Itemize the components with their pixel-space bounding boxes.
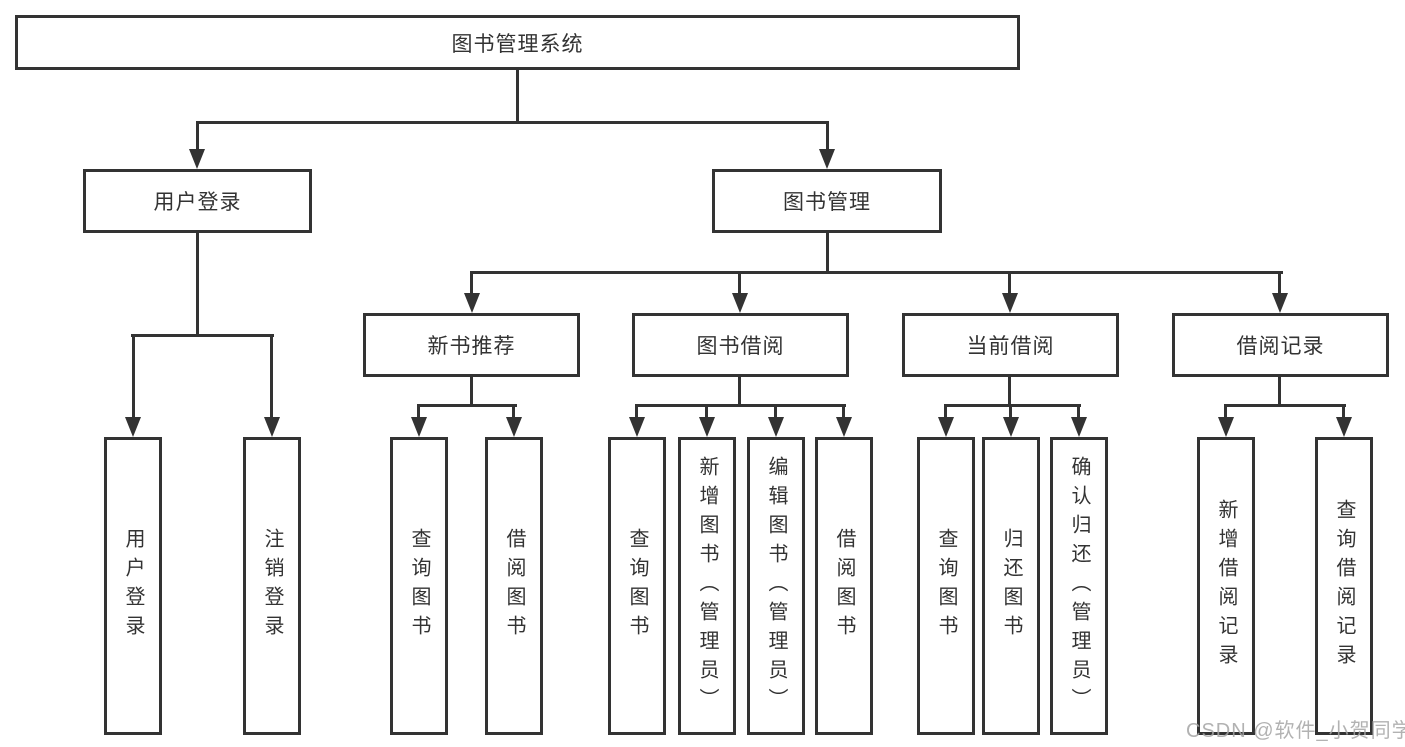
connector-line: [738, 271, 741, 296]
connector-line: [1224, 404, 1346, 407]
leaf-label: 查询图书: [626, 528, 648, 644]
connector-line: [1278, 271, 1281, 296]
leaf-label: 确认归还（管理员）: [1068, 455, 1090, 717]
arrow-down-icon: [1003, 417, 1019, 437]
connector-line: [196, 121, 829, 124]
leaf-add-borrow-record: 新增借阅记录: [1197, 437, 1255, 735]
leaf-label: 新增借阅记录: [1215, 499, 1237, 673]
arrow-down-icon: [411, 417, 427, 437]
connector-line: [470, 377, 473, 407]
connector-line: [131, 334, 274, 337]
connector-line: [417, 404, 517, 407]
connector-line: [516, 70, 519, 123]
node-book-management: 图书管理: [712, 169, 942, 233]
arrow-down-icon: [819, 149, 835, 169]
connector-line: [196, 233, 199, 336]
connector-line: [944, 404, 1081, 407]
csdn-watermark: CSDN @软件_小贺同学: [1186, 720, 1405, 742]
connector-line: [1278, 377, 1281, 407]
leaf-label: 查询图书: [408, 528, 430, 644]
connector-line: [1342, 404, 1345, 419]
arrow-down-icon: [1002, 293, 1018, 313]
connector-line: [1008, 377, 1011, 407]
connector-line: [774, 404, 777, 419]
leaf-borrow-books: 借阅图书: [815, 437, 873, 735]
arrow-down-icon: [836, 417, 852, 437]
connector-line: [132, 334, 135, 419]
arrow-down-icon: [264, 417, 280, 437]
leaf-edit-books-admin: 编辑图书（管理员）: [747, 437, 805, 735]
connector-line: [470, 271, 1283, 274]
node-label: 图书管理: [783, 191, 871, 214]
connector-line: [417, 404, 420, 419]
leaf-label: 新增图书（管理员）: [696, 455, 718, 717]
node-library-management-system: 图书管理系统: [15, 15, 1020, 70]
connector-line: [1009, 404, 1012, 419]
arrow-down-icon: [732, 293, 748, 313]
connector-line: [1077, 404, 1080, 419]
leaf-label: 借阅图书: [503, 528, 525, 644]
arrow-down-icon: [629, 417, 645, 437]
arrow-down-icon: [189, 149, 205, 169]
connector-line: [512, 404, 515, 419]
leaf-label: 编辑图书（管理员）: [765, 455, 787, 717]
leaf-borrow-books-recommend: 借阅图书: [485, 437, 543, 735]
node-label: 用户登录: [153, 191, 242, 214]
node-label: 图书借阅: [696, 335, 785, 358]
leaf-add-books-admin: 新增图书（管理员）: [678, 437, 736, 735]
connector-line: [635, 404, 846, 407]
node-current-borrowing: 当前借阅: [902, 313, 1119, 377]
leaf-label: 归还图书: [1000, 528, 1022, 644]
arrow-down-icon: [125, 417, 141, 437]
leaf-query-books-recommend: 查询图书: [390, 437, 448, 735]
leaf-label: 查询借阅记录: [1333, 499, 1355, 673]
arrow-down-icon: [938, 417, 954, 437]
connector-line: [842, 404, 845, 419]
connector-line: [470, 271, 473, 296]
leaf-logout: 注销登录: [243, 437, 301, 735]
leaf-query-books-borrowing: 查询图书: [608, 437, 666, 735]
leaf-return-books: 归还图书: [982, 437, 1040, 735]
connector-line: [826, 121, 829, 151]
leaf-label: 借阅图书: [833, 528, 855, 644]
connector-line: [705, 404, 708, 419]
arrow-down-icon: [1218, 417, 1234, 437]
arrow-down-icon: [464, 293, 480, 313]
leaf-query-borrow-record: 查询借阅记录: [1315, 437, 1373, 735]
arrow-down-icon: [1272, 293, 1288, 313]
leaf-label: 查询图书: [935, 528, 957, 644]
connector-line: [635, 404, 638, 419]
arrow-down-icon: [1336, 417, 1352, 437]
arrow-down-icon: [699, 417, 715, 437]
connector-line: [826, 233, 829, 273]
node-borrowing-records: 借阅记录: [1172, 313, 1389, 377]
connector-line: [1224, 404, 1227, 419]
leaf-label: 注销登录: [261, 528, 283, 644]
arrow-down-icon: [768, 417, 784, 437]
leaf-label: 用户登录: [122, 528, 144, 644]
leaf-query-books-current: 查询图书: [917, 437, 975, 735]
connector-line: [738, 377, 741, 407]
node-user-login: 用户登录: [83, 169, 312, 233]
arrow-down-icon: [1071, 417, 1087, 437]
node-label: 新书推荐: [427, 335, 516, 358]
node-label: 借阅记录: [1236, 335, 1325, 358]
connector-line: [196, 121, 199, 151]
node-label: 图书管理系统: [451, 32, 584, 56]
leaf-user-login: 用户登录: [104, 437, 162, 735]
connector-line: [1008, 271, 1011, 296]
node-new-book-recommend: 新书推荐: [363, 313, 580, 377]
connector-line: [944, 404, 947, 419]
connector-line: [270, 334, 273, 419]
arrow-down-icon: [506, 417, 522, 437]
leaf-confirm-return-admin: 确认归还（管理员）: [1050, 437, 1108, 735]
node-label: 当前借阅: [966, 335, 1055, 358]
node-book-borrowing: 图书借阅: [632, 313, 849, 377]
